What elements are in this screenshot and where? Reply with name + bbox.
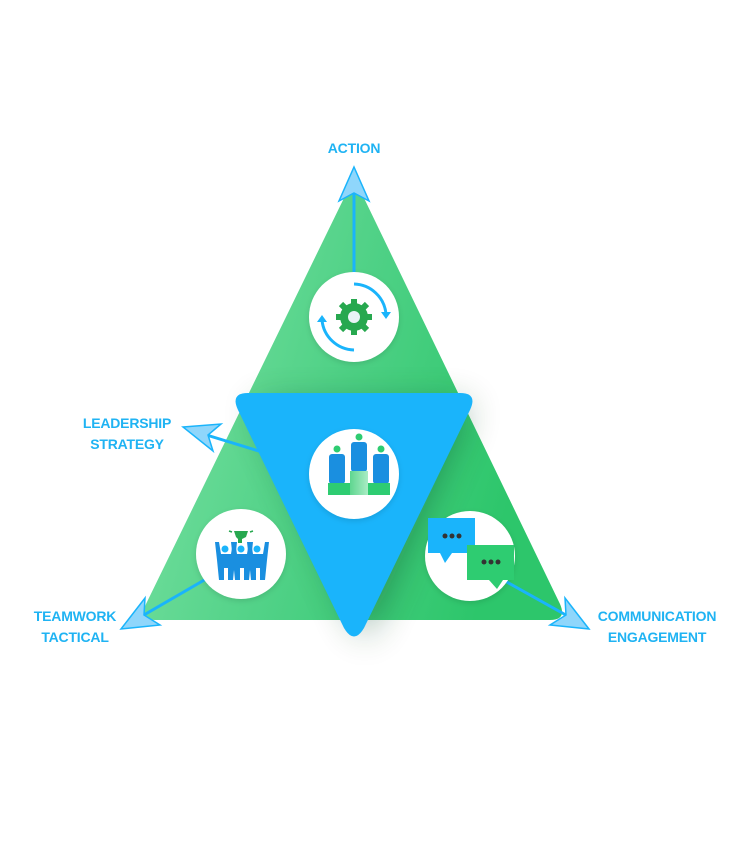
label-engagement: ENGAGEMENT: [607, 629, 707, 645]
arrow-leadership: [199, 431, 263, 454]
label-strategy: STRATEGY: [90, 436, 164, 452]
gear-cycle-icon: [317, 282, 391, 352]
arrowhead-top-icon: [337, 165, 371, 203]
label-tactical: TACTICAL: [41, 629, 109, 645]
label-teamwork-tactical: TEAMWORK TACTICAL: [33, 606, 117, 648]
arrow-communication: [504, 579, 574, 621]
team-trophy-icon: [215, 530, 269, 580]
label-leadership-strategy: LEADERSHIP STRATEGY: [83, 413, 171, 455]
podium-icon: [328, 433, 390, 495]
arrow-teamwork: [136, 577, 207, 621]
arrowhead-communication-icon: [547, 595, 591, 630]
label-action: ACTION: [327, 138, 381, 159]
chat-bubbles-icon: [428, 518, 514, 589]
arrowhead-leadership-icon: [181, 423, 224, 454]
label-teamwork: TEAMWORK: [33, 608, 117, 624]
label-leadership: LEADERSHIP: [82, 415, 172, 431]
label-action-line: ACTION: [327, 140, 381, 156]
arrowhead-teamwork-icon: [119, 595, 163, 630]
label-communication: COMMUNICATION: [597, 608, 717, 624]
label-communication-engagement: COMMUNICATION ENGAGEMENT: [597, 606, 717, 648]
